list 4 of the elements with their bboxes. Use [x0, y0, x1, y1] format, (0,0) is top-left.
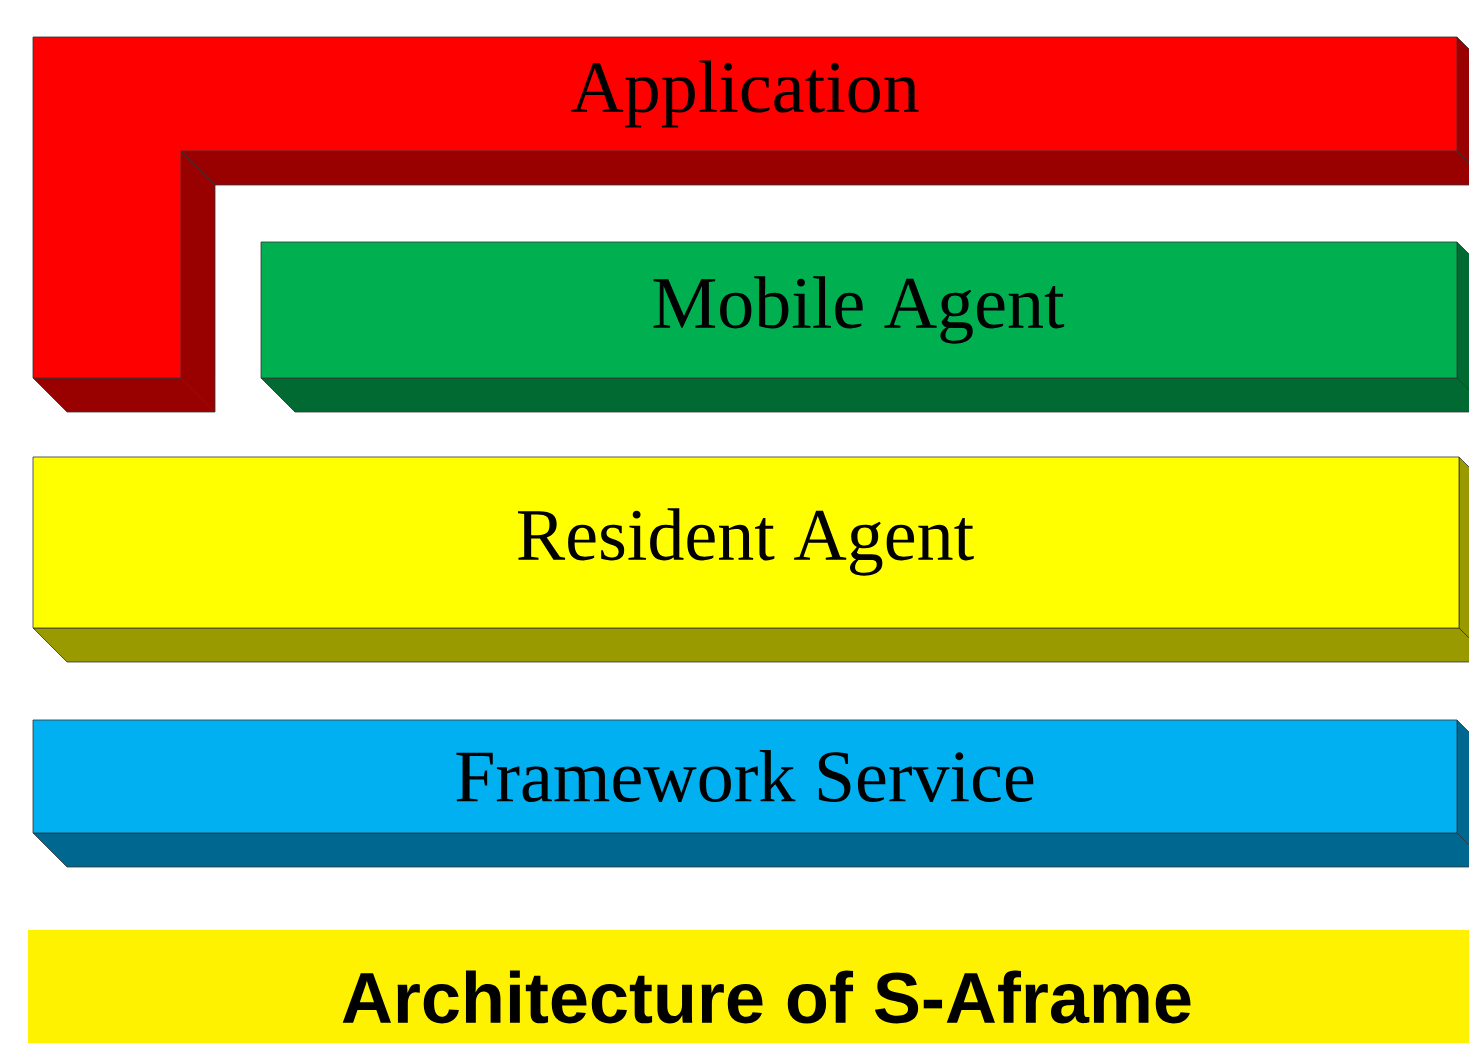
layer-block: Mobile Agent [260, 241, 1469, 413]
title-banner: Architecture of S-Aframe [28, 930, 1469, 1043]
layer-block: Framework Service [32, 719, 1469, 868]
layer-block: Resident Agent [32, 456, 1469, 663]
